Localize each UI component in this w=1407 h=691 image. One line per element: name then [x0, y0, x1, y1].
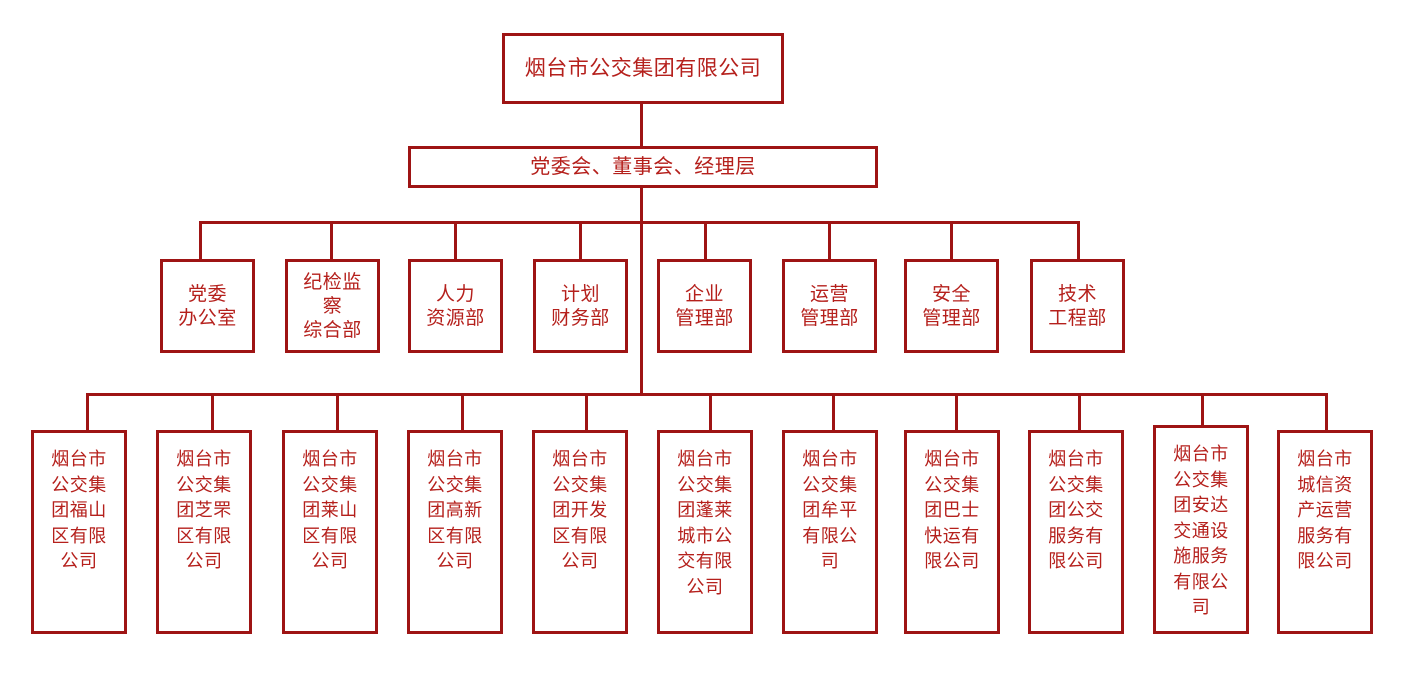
node-subsidiary-3[interactable]: 烟台市 公交集 团莱山 区有限 公司: [282, 430, 378, 634]
connector-department-stem-8: [1077, 221, 1080, 259]
connector-department-stem-4: [579, 221, 582, 259]
node-subsidiary-5[interactable]: 烟台市 公交集 团开发 区有限 公司: [532, 430, 628, 634]
node-department-1[interactable]: 党委 办公室: [160, 259, 255, 353]
node-department-6[interactable]: 运营 管理部: [782, 259, 877, 353]
connector-root-to-board: [640, 104, 643, 146]
node-department-4[interactable]: 计划 财务部: [533, 259, 628, 353]
connector-board-trunk: [640, 187, 643, 396]
connector-subsidiary-stem-1: [86, 393, 89, 431]
node-label: 烟台市公交集团有限公司: [524, 56, 762, 81]
connector-subsidiary-stem-6: [709, 393, 712, 431]
connector-department-stem-6: [828, 221, 831, 259]
node-subsidiary-8[interactable]: 烟台市 公交集 团巴士 快运有 限公司: [904, 430, 1000, 634]
node-department-7[interactable]: 安全 管理部: [904, 259, 999, 353]
node-label: 烟台市 公交集 团福山 区有限 公司: [51, 449, 107, 573]
connector-subsidiary-bus: [86, 393, 1327, 396]
node-label: 技术 工程部: [1048, 282, 1107, 329]
node-subsidiary-4[interactable]: 烟台市 公交集 团高新 区有限 公司: [407, 430, 503, 634]
node-label: 党委会、董事会、经理层: [530, 154, 756, 179]
node-label: 烟台市 公交集 团开发 区有限 公司: [552, 449, 608, 573]
node-label: 企业 管理部: [675, 282, 734, 329]
node-label: 烟台市 公交集 团安达 交通设 施服务 有限公 司: [1173, 444, 1229, 619]
node-label: 烟台市 公交集 团高新 区有限 公司: [427, 449, 483, 573]
node-subsidiary-9[interactable]: 烟台市 公交集 团公交 服务有 限公司: [1028, 430, 1124, 634]
connector-subsidiary-stem-8: [955, 393, 958, 431]
node-department-8[interactable]: 技术 工程部: [1030, 259, 1125, 353]
connector-subsidiary-stem-5: [585, 393, 588, 431]
connector-department-stem-3: [454, 221, 457, 259]
node-label: 人力 资源部: [426, 282, 485, 329]
connector-subsidiary-stem-2: [211, 393, 214, 431]
node-label: 烟台市 公交集 团蓬莱 城市公 交有限 公司: [677, 449, 733, 598]
node-label: 烟台市 公交集 团莱山 区有限 公司: [302, 449, 358, 573]
connector-department-stem-2: [330, 221, 333, 259]
node-label: 运营 管理部: [800, 282, 859, 329]
node-subsidiary-7[interactable]: 烟台市 公交集 团牟平 有限公 司: [782, 430, 878, 634]
node-label: 纪检监 察 综合部: [303, 270, 362, 342]
node-subsidiary-6[interactable]: 烟台市 公交集 团蓬莱 城市公 交有限 公司: [657, 430, 753, 634]
node-label: 烟台市 公交集 团牟平 有限公 司: [802, 449, 858, 573]
connector-subsidiary-stem-7: [832, 393, 835, 431]
node-subsidiary-2[interactable]: 烟台市 公交集 团芝罘 区有限 公司: [156, 430, 252, 634]
node-department-3[interactable]: 人力 资源部: [408, 259, 503, 353]
connector-subsidiary-stem-9: [1078, 393, 1081, 431]
node-label: 烟台市 公交集 团巴士 快运有 限公司: [924, 449, 980, 573]
node-subsidiary-1[interactable]: 烟台市 公交集 团福山 区有限 公司: [31, 430, 127, 634]
node-label: 烟台市 城信资 产运营 服务有 限公司: [1297, 449, 1353, 573]
node-department-2[interactable]: 纪检监 察 综合部: [285, 259, 380, 353]
node-governance[interactable]: 党委会、董事会、经理层: [408, 146, 878, 188]
connector-subsidiary-stem-4: [461, 393, 464, 431]
node-label: 党委 办公室: [178, 282, 237, 329]
connector-department-stem-7: [950, 221, 953, 259]
node-label: 烟台市 公交集 团芝罘 区有限 公司: [176, 449, 232, 573]
node-label: 计划 财务部: [551, 282, 610, 329]
connector-subsidiary-stem-11: [1325, 393, 1328, 431]
connector-department-bus: [199, 221, 1080, 224]
node-subsidiary-11[interactable]: 烟台市 城信资 产运营 服务有 限公司: [1277, 430, 1373, 634]
node-label: 安全 管理部: [922, 282, 981, 329]
node-subsidiary-10[interactable]: 烟台市 公交集 团安达 交通设 施服务 有限公 司: [1153, 425, 1249, 634]
node-label: 烟台市 公交集 团公交 服务有 限公司: [1048, 449, 1104, 573]
node-root-company[interactable]: 烟台市公交集团有限公司: [502, 33, 784, 104]
connector-department-stem-5: [704, 221, 707, 259]
connector-subsidiary-stem-3: [336, 393, 339, 431]
node-department-5[interactable]: 企业 管理部: [657, 259, 752, 353]
connector-department-stem-1: [199, 221, 202, 259]
connector-subsidiary-stem-10: [1201, 393, 1204, 426]
